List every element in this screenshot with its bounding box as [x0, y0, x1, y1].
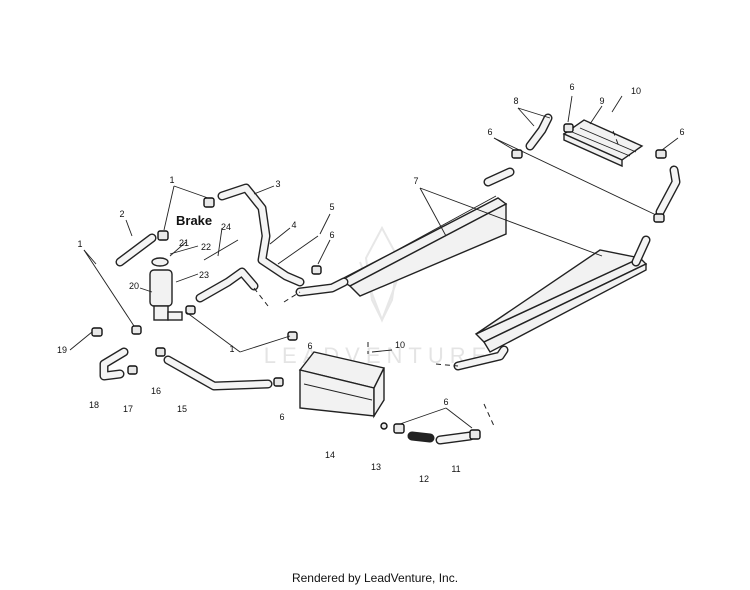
callout-label: 24 — [221, 222, 231, 232]
callout-label: 14 — [325, 450, 335, 460]
callout-label: 21 — [179, 238, 189, 248]
callout-label: 20 — [129, 281, 139, 291]
heat-exchanger-left — [295, 167, 515, 297]
callout-label: 4 — [291, 220, 296, 230]
callout-label: 1 — [229, 344, 234, 354]
callout-label: 6 — [487, 127, 492, 137]
callout-label: 5 — [329, 202, 334, 212]
callout-label: 9 — [599, 96, 604, 106]
callout-label: 12 — [419, 474, 429, 484]
callout-label: 6 — [329, 230, 334, 240]
coolant-hoses — [99, 183, 475, 445]
assembly-lines — [253, 127, 619, 427]
callout-label: 3 — [275, 179, 280, 189]
callout-label: 1 — [77, 239, 82, 249]
callout-label: 7 — [413, 176, 418, 186]
callout-label: 10 — [395, 340, 405, 350]
callout-label: 6 — [307, 341, 312, 351]
callout-label: 6 — [279, 412, 284, 422]
callout-label: 16 — [151, 386, 161, 396]
callout-label: 22 — [201, 242, 211, 252]
callout-label: 6 — [679, 127, 684, 137]
brake-label: Brake — [176, 213, 212, 228]
callout-label: 10 — [631, 86, 641, 96]
heat-exchanger-right — [453, 235, 651, 371]
watermark-text: LEADVENTURE — [264, 343, 493, 368]
callout-label: 15 — [177, 404, 187, 414]
rear-heat-exchanger — [511, 113, 681, 223]
leader-lines — [69, 95, 679, 429]
callout-label: 6 — [443, 397, 448, 407]
callout-label: 6 — [569, 82, 574, 92]
callout-label: 2 — [119, 209, 124, 219]
callout-label: 17 — [123, 404, 133, 414]
front-heat-exchanger — [298, 351, 386, 419]
callout-label: 13 — [371, 462, 381, 472]
callout-label: 1 — [169, 175, 174, 185]
callout-label: 18 — [89, 400, 99, 410]
callout-label: 11 — [451, 464, 460, 474]
callout-label: 19 — [57, 345, 67, 355]
callout-labels: 1 1 1 2 3 4 5 6 6 6 6 6 6 6 7 8 9 10 10 … — [57, 82, 685, 484]
brake-reservoir — [149, 257, 183, 321]
footer-credit: Rendered by LeadVenture, Inc. — [291, 571, 459, 585]
callout-label: 8 — [513, 96, 518, 106]
callout-label: 23 — [199, 270, 209, 280]
